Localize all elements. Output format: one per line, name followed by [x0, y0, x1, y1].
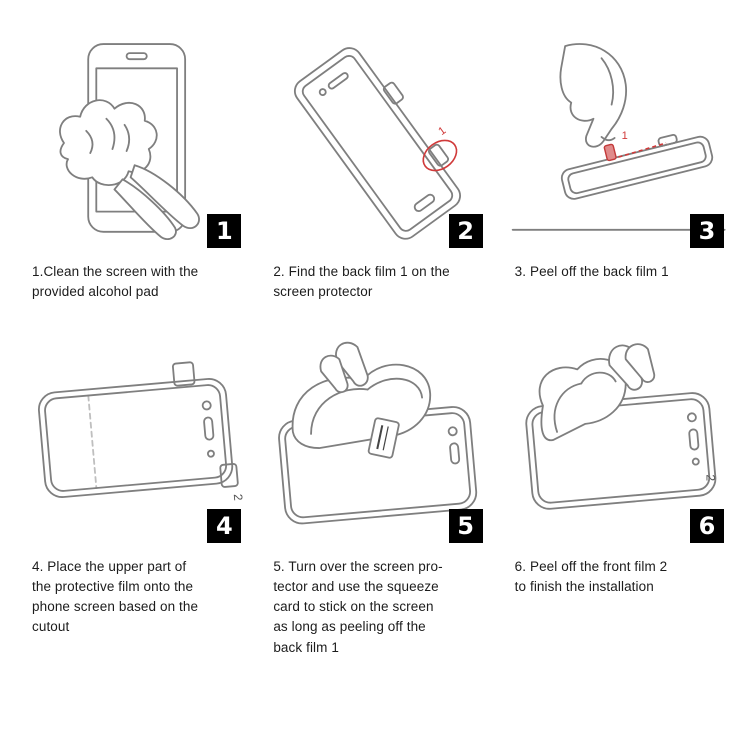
- hand-icon: [607, 342, 655, 391]
- hand-icon: [113, 164, 200, 241]
- peel-back-film-illustration: 1: [511, 43, 726, 231]
- red-peel-line: [611, 142, 666, 160]
- screen-protector-outline: [294, 47, 462, 240]
- step-6-art: 2 6: [507, 333, 730, 545]
- step-1-caption: 1.Clean the screen with the provided alc…: [32, 264, 199, 300]
- hand-icon: [319, 341, 369, 393]
- film-curves: [553, 371, 617, 433]
- step-4-art: 2 4: [24, 333, 247, 545]
- place-film-illustration: 2: [37, 360, 246, 501]
- step-6-badge: 6: [689, 508, 724, 543]
- peel-front-film-illustration: 2: [525, 342, 717, 510]
- step-6-caption: 6. Peel off the front film 2 to finish t…: [514, 558, 668, 594]
- step-5-caption: 5. Turn over the screen pro- tector and …: [273, 558, 443, 655]
- step-1-panel: 1 1.Clean the screen with the provided a…: [24, 38, 247, 303]
- film-1-label: 1: [621, 130, 627, 142]
- protector-edge-view: [560, 133, 713, 200]
- step-1-badge: 1: [207, 214, 242, 248]
- cutout-guide-line: [87, 394, 98, 489]
- clean-screen-illustration: [59, 43, 200, 241]
- peeled-film: [538, 357, 627, 441]
- cleaning-cloth-icon: [59, 99, 158, 186]
- step-6-panel: 2 6 6. Peel off the front film 2 to fini…: [507, 333, 730, 658]
- step-2-caption: 2. Find the back film 1 on the screen pr…: [273, 264, 450, 300]
- squeeze-card-illustration: [278, 341, 478, 524]
- step-2-badge: 2: [448, 214, 483, 248]
- step-2-art: 1 2: [265, 38, 488, 250]
- film-tab-top: [172, 360, 196, 387]
- step-4-badge: 4: [207, 508, 242, 543]
- film-1-tab: [603, 143, 617, 162]
- film-2-tab: [219, 462, 239, 488]
- step-3-caption: 3. Peel off the back film 1: [514, 264, 669, 279]
- phone-outline: [37, 377, 234, 498]
- step-3-badge: 3: [689, 214, 724, 248]
- film-2-label: 2: [703, 474, 717, 481]
- film-tab-1: [428, 143, 450, 167]
- step-3-panel: 1 3 3. Peel off the back film 1: [507, 38, 730, 303]
- step-5-badge: 5: [448, 508, 483, 543]
- cloth-wrinkles: [85, 117, 131, 154]
- hand-icon: [559, 43, 627, 148]
- film-1-label: 1: [437, 125, 449, 138]
- step-2-panel: 1 2 2. Find the back film 1 on the scree…: [265, 38, 488, 303]
- squeeze-card: [368, 416, 401, 459]
- step-1-art: 1: [24, 38, 247, 250]
- step-5-panel: 5 5. Turn over the screen pro- tector an…: [265, 333, 488, 658]
- film-curves: [310, 377, 424, 435]
- red-highlight-ellipse: [422, 139, 458, 172]
- find-back-film-illustration: 1: [294, 47, 462, 240]
- steps-grid: 1 1.Clean the screen with the provided a…: [24, 38, 730, 658]
- film-2-label: 2: [231, 493, 246, 501]
- film-tab-top: [383, 81, 405, 105]
- step-4-caption: 4. Place the upper part of the protectiv…: [32, 558, 199, 635]
- step-5-art: 5: [265, 333, 488, 545]
- step-4-panel: 2 4 4. Place the upper part of the prote…: [24, 333, 247, 658]
- step-3-art: 1 3: [507, 38, 730, 250]
